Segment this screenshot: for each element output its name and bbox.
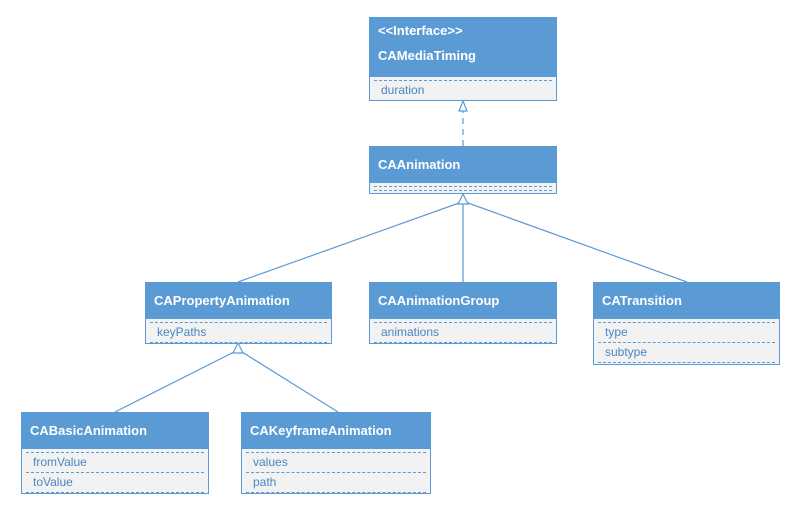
attribute-duration: duration: [374, 80, 552, 100]
generalization-line-basic: [114, 351, 235, 413]
class-attributes: [370, 183, 556, 195]
class-header: CAKeyframeAnimation: [242, 413, 430, 449]
class-name: CABasicAnimation: [30, 423, 148, 438]
class-attributes: keyPaths: [146, 319, 331, 347]
class-attributes: animations: [370, 319, 556, 347]
attribute-path: path: [246, 472, 426, 493]
class-attributes: duration: [370, 77, 556, 104]
attribute-fromvalue: fromValue: [26, 452, 204, 472]
class-header: CAAnimation: [370, 147, 556, 183]
class-name: CAPropertyAnimation: [154, 293, 290, 308]
attribute-tovalue: toValue: [26, 472, 204, 493]
generalization-line-property: [237, 202, 460, 283]
class-attributes: values path: [242, 449, 430, 497]
generalization-arrowhead-property: [232, 341, 244, 354]
generalization-line-keyframe: [241, 351, 339, 413]
attribute-type: type: [598, 322, 775, 342]
class-attributes: type subtype: [594, 319, 779, 367]
class-header: <<Interface>> CAMediaTiming: [370, 18, 556, 77]
class-header: CAPropertyAnimation: [146, 283, 331, 319]
class-attributes: fromValue toValue: [22, 449, 208, 497]
class-header: CAAnimationGroup: [370, 283, 556, 319]
class-box-ca-animation-group: CAAnimationGroup animations: [369, 282, 557, 344]
class-name: CAMediaTiming: [378, 48, 476, 63]
class-box-ca-media-timing: <<Interface>> CAMediaTiming duration: [369, 17, 557, 101]
class-stereotype: <<Interface>>: [378, 23, 463, 38]
class-name: CAAnimationGroup: [378, 293, 500, 308]
class-name: CAKeyframeAnimation: [250, 423, 392, 438]
class-box-ca-basic-animation: CABasicAnimation fromValue toValue: [21, 412, 209, 494]
class-header: CABasicAnimation: [22, 413, 208, 449]
attribute-keypaths: keyPaths: [150, 322, 327, 343]
class-box-ca-animation: CAAnimation: [369, 146, 557, 194]
class-box-ca-transition: CATransition type subtype: [593, 282, 780, 365]
attribute-subtype: subtype: [598, 342, 775, 363]
empty-attribute-section: [374, 186, 552, 191]
realization-arrowhead: [458, 99, 468, 112]
class-name: CAAnimation: [378, 157, 461, 172]
generalization-line-transition: [467, 202, 688, 283]
class-box-ca-property-animation: CAPropertyAnimation keyPaths: [145, 282, 332, 344]
attribute-animations: animations: [374, 322, 552, 343]
attribute-values: values: [246, 452, 426, 472]
class-name: CATransition: [602, 293, 682, 308]
class-header: CATransition: [594, 283, 779, 319]
class-box-ca-keyframe-animation: CAKeyframeAnimation values path: [241, 412, 431, 494]
generalization-arrowhead-animation: [457, 192, 469, 205]
